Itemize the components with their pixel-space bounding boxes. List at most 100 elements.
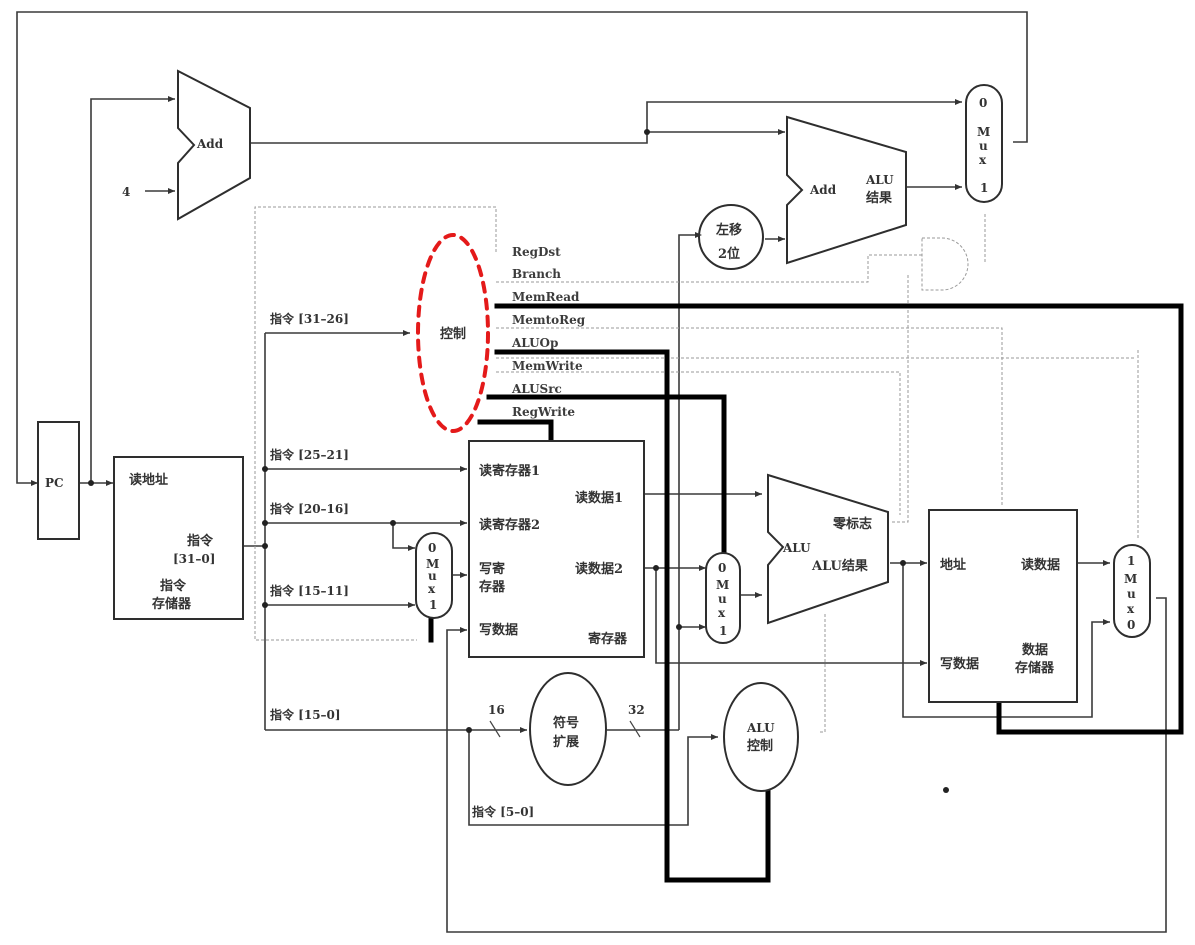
highlighted-control-paths <box>428 303 1184 883</box>
control-unit-highlight <box>416 233 490 433</box>
alu <box>767 473 889 625</box>
memtoreg-mux <box>1113 544 1151 638</box>
signal-branch: Branch <box>512 267 561 281</box>
memtoreg-mux-m: M <box>1124 572 1137 586</box>
dmem-address: 地址 <box>940 557 966 573</box>
alu-control-label-1: ALU <box>746 721 775 735</box>
signal-alusrc: ALUSrc <box>511 382 562 396</box>
data-memory <box>928 509 1078 703</box>
pc-mux-in1: 1 <box>980 181 988 195</box>
signal-memtoreg: MemtoReg <box>512 313 586 327</box>
arrowheads <box>31 96 1110 740</box>
control-dashed-lines <box>254 206 1139 733</box>
alu-control <box>723 682 799 792</box>
regfile-write-data: 写数据 <box>479 622 518 638</box>
branch-adder <box>786 115 907 265</box>
sign-extend-out-width: 32 <box>628 703 645 717</box>
alusrc-mux-m: M <box>716 578 729 592</box>
datapath-wires <box>16 11 1167 933</box>
alu-control-label-2: 控制 <box>747 738 773 754</box>
alu-result: ALU结果 <box>811 558 868 574</box>
field-20-16: 指令 [20–16] <box>270 501 349 516</box>
imem-read-address: 读地址 <box>129 472 168 488</box>
instruction-memory <box>113 456 244 620</box>
signal-regdst: RegDst <box>512 245 561 259</box>
const-four: 4 <box>122 185 130 199</box>
field-25-21: 指令 [25–21] <box>270 447 349 462</box>
path-memread <box>494 303 1184 735</box>
branch-adder-label: Add <box>809 183 837 197</box>
pc-mux-u: u <box>979 139 988 153</box>
alusrc-mux-u: u <box>718 592 727 606</box>
regfile-read-data2: 读数据2 <box>575 561 623 577</box>
regfile-read-data1: 读数据1 <box>575 490 623 506</box>
memtoreg-mux-u: u <box>1127 587 1136 601</box>
regdst-mux-m: M <box>426 557 439 571</box>
branch-adder-result-1: ALU <box>865 173 894 187</box>
regdst-mux-x: x <box>428 582 436 596</box>
signal-regwrite: RegWrite <box>512 405 575 419</box>
alusrc-mux-x: x <box>718 606 726 620</box>
alusrc-mux <box>705 552 741 644</box>
path-aluop <box>494 349 771 883</box>
imem-name-2: 存储器 <box>152 596 192 612</box>
control-signal-labels: RegDst Branch MemRead MemtoReg ALUOp Mem… <box>511 245 586 419</box>
pc-adder <box>177 69 251 221</box>
dmem-name-2: 存储器 <box>1015 660 1055 676</box>
imem-instr-label: 指令 <box>187 533 214 549</box>
shift-left-2 <box>698 204 764 270</box>
imem-name-1: 指令 <box>160 578 187 594</box>
stray-dot <box>943 787 949 793</box>
wire-funct <box>468 730 718 826</box>
pc-adder-label: Add <box>196 137 224 151</box>
regfile-read-reg1: 读寄存器1 <box>479 463 540 479</box>
sign-extend-label-1: 符号 <box>553 715 579 731</box>
alusrc-mux-in1: 1 <box>719 624 727 638</box>
register-file <box>468 440 645 658</box>
control-label: 控制 <box>440 326 466 342</box>
memtoreg-mux-x: x <box>1127 602 1135 616</box>
signal-memread: MemRead <box>512 290 580 304</box>
bus-width-slash-16 <box>489 720 501 738</box>
wire-pc4 <box>250 131 785 144</box>
regdst-mux-in0: 0 <box>428 541 436 555</box>
pc-source-mux <box>965 84 1003 203</box>
alu-label: ALU <box>782 541 811 555</box>
dmem-name-1: 数据 <box>1022 642 1048 658</box>
branch-adder-result-2: 结果 <box>866 190 892 206</box>
junction-dots <box>88 129 949 793</box>
wire-writeback <box>446 597 1167 933</box>
pc-mux-m: M <box>977 125 990 139</box>
pc-mux-in0: 0 <box>979 96 987 110</box>
signal-aluop: ALUOp <box>511 336 558 350</box>
wire-pc4-to-mux <box>646 101 962 132</box>
path-alusrc <box>486 394 727 556</box>
pc-label: PC <box>45 476 64 490</box>
shift-left-label-1: 左移 <box>716 222 742 238</box>
sign-extend-label-2: 扩展 <box>553 734 580 750</box>
memtoreg-mux-in1: 1 <box>1127 554 1135 568</box>
regdst-mux <box>415 532 453 619</box>
dmem-write-data: 写数据 <box>940 656 979 672</box>
dmem-read-data: 读数据 <box>1021 557 1060 573</box>
regfile-name: 寄存器 <box>588 631 628 647</box>
wire-pc-to-adder <box>90 98 175 483</box>
pc-mux-x: x <box>979 153 987 167</box>
memtoreg-mux-in0: 0 <box>1127 618 1135 632</box>
wire-alu-bypass <box>902 563 1110 718</box>
wire-next-pc <box>16 11 1028 484</box>
regdst-mux-in1: 1 <box>429 598 437 612</box>
and-gate <box>921 237 969 291</box>
field-31-26: 指令 [31–26] <box>270 311 349 326</box>
shift-left-label-2: 2位 <box>718 246 740 262</box>
bus-width-slash-32 <box>629 720 641 738</box>
path-regwrite <box>477 419 554 443</box>
field-15-0: 指令 [15–0] <box>270 707 341 722</box>
signal-memwrite: MemWrite <box>512 359 583 373</box>
sign-extend-in-width: 16 <box>488 703 505 717</box>
sign-extend <box>529 672 607 786</box>
regfile-write-reg-1: 写寄 <box>479 561 505 577</box>
wire-rt-to-mux <box>392 523 415 549</box>
alu-zero: 零标志 <box>832 516 872 532</box>
